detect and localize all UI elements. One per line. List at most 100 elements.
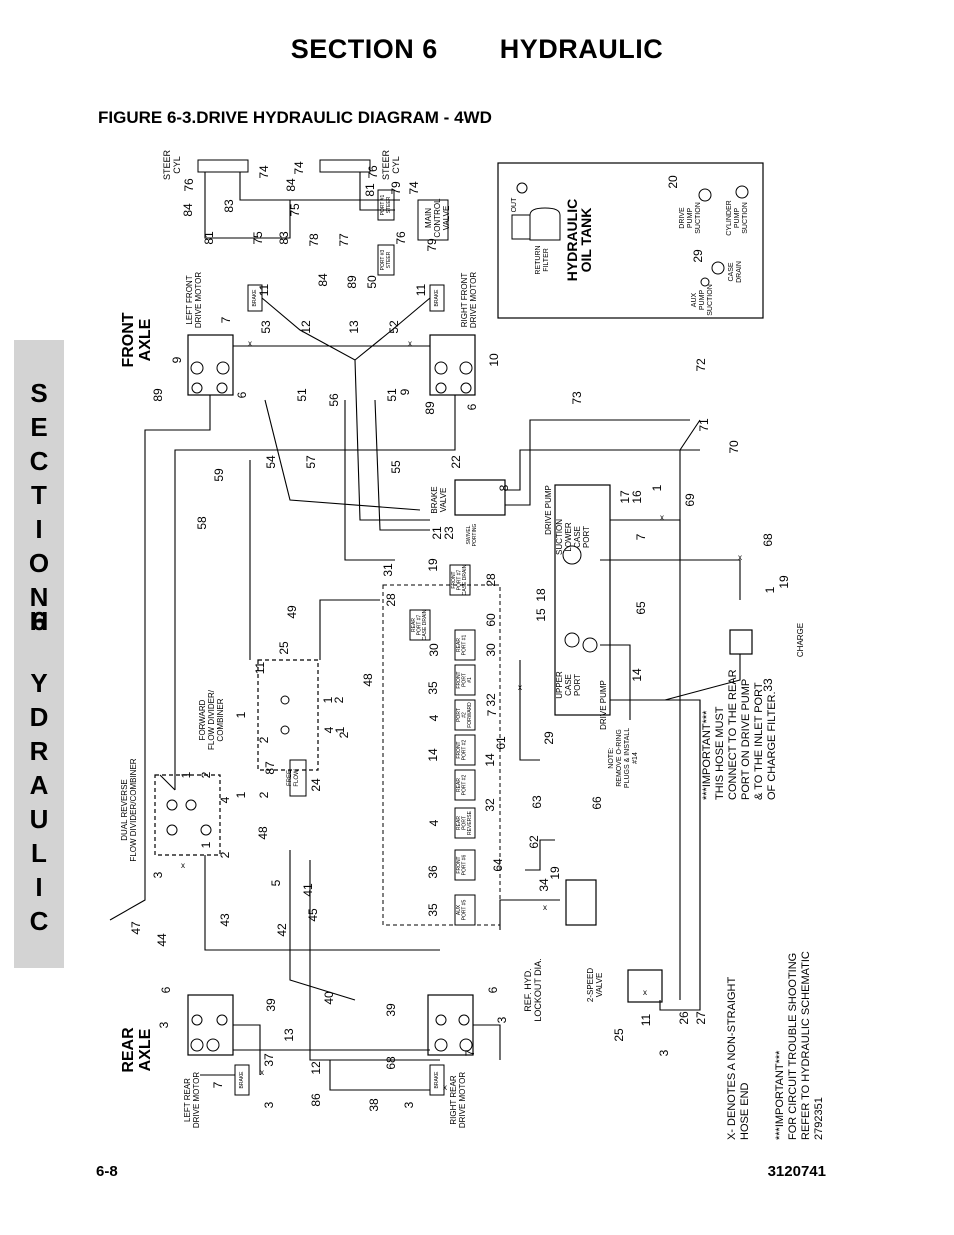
hose-number-label: 30 [484, 643, 498, 657]
hose-number-label: 18 [534, 588, 548, 602]
hose-47 [109, 790, 146, 921]
free-flow-label: FREE [287, 770, 293, 786]
port-block-label: PORT #5 [462, 899, 468, 920]
port-block [454, 769, 476, 801]
upper-case-label: CASE [564, 674, 573, 696]
hose-number-label: 3 [157, 1021, 171, 1028]
side-tab-letter: O [28, 548, 50, 578]
steer-port-1 [377, 189, 395, 221]
hose-33 [664, 654, 741, 701]
hose-number-label: 38 [367, 1098, 381, 1112]
main-control-valve-label: CONTROL [433, 198, 442, 238]
hose-number-label: 30 [427, 643, 441, 657]
side-tab-letter: 6 [31, 606, 47, 636]
side-tab-letter: H [29, 606, 49, 636]
hose-number-label: 68 [761, 533, 775, 547]
hose-number-label: 50 [365, 275, 379, 289]
forward-divider-label: COMBINER [216, 698, 225, 741]
hose-43 [204, 855, 440, 951]
hose-number-label: 58 [195, 516, 209, 530]
hose-number-label: 4 [427, 714, 441, 721]
ref-hyd-lockout-label: REF. HYD. [523, 968, 533, 1012]
hose-number-label: 23 [442, 526, 456, 540]
drev-port-1 [166, 799, 178, 811]
side-tab-letter: S [30, 378, 48, 408]
drev-port-4 [166, 824, 178, 836]
hose-number-label: 70 [727, 440, 741, 454]
hose-number-label: 19 [548, 866, 562, 880]
non-straight-hose-mark: x [543, 903, 547, 912]
hose-number-label: 77 [337, 233, 351, 247]
return-filter-label: RETURN [535, 245, 542, 274]
hose-71 [505, 449, 700, 491]
brake-valve-label: VALVE [439, 488, 448, 513]
drev-port-2 [185, 799, 197, 811]
hose-number-label: 41 [301, 883, 315, 897]
cylinder-pump-suction-label: CYLINDER [726, 200, 733, 235]
hose-number-label: 29 [691, 249, 705, 263]
non-straight-hose-mark: x [443, 1083, 447, 1092]
side-tab-letter: L [31, 838, 47, 868]
hose-number-label: 10 [487, 353, 501, 367]
left-front-motor-label: DRIVE MOTOR [194, 272, 203, 329]
hose-86-38 [329, 1060, 430, 1091]
hose-number-label: 76 [394, 231, 408, 245]
port-block [454, 807, 476, 839]
hose-number-label: 83 [277, 231, 291, 245]
hose-number-label: 14 [426, 748, 440, 762]
port-block [454, 699, 476, 731]
important-note-hose: & TO THE INLET PORT [753, 682, 765, 800]
dual-reverse-divider-label: DUAL REVERSE [120, 779, 129, 841]
hose-number-label: 1 [234, 791, 248, 798]
port-block-label: PORT #2 [462, 739, 468, 760]
hose-number-label: 32 [483, 798, 497, 812]
hose-number-label: 40 [322, 991, 336, 1005]
hose-65 [600, 644, 631, 720]
hose-58 [144, 395, 211, 790]
port-block-label: PORT #1 [462, 634, 468, 655]
brake-label: BRAKE [434, 289, 440, 307]
port-block [454, 664, 476, 696]
port-block-label: CASE DRAIN [422, 609, 428, 640]
left-front-motor-label: LEFT FRONT [185, 275, 194, 324]
side-tab-letter: N [29, 582, 49, 612]
return-filter-label: FILTER [543, 248, 550, 272]
important-note-troubleshooting: ***IMPORTANT*** [774, 1050, 786, 1140]
aux-pump [565, 879, 597, 926]
hose-number-label: 79 [425, 238, 439, 252]
non-straight-hose-mark: x [181, 861, 185, 870]
hose-3-right [473, 1024, 501, 1060]
forward-flow-divider [257, 659, 319, 771]
hose-number-label: 9 [398, 388, 412, 395]
dual-reverse-divider-label: FLOW DIVIDER/COMBINER [129, 758, 138, 861]
lr-port-a1 [191, 1014, 203, 1026]
port-block-label: REAR [411, 618, 417, 632]
steer-port-1-label: PORT #1 [380, 194, 386, 215]
side-tab-letter: I [35, 872, 43, 902]
hose-number-label: 16 [630, 490, 644, 504]
port-block-label: REVERSE [467, 810, 473, 835]
hose-number-label: 44 [155, 933, 169, 947]
hose-number-label: 21 [430, 526, 444, 540]
lf-port-s [190, 361, 204, 375]
hose-39-left [233, 1024, 261, 1075]
hose-number-label: 43 [218, 913, 232, 927]
suction-lower-label: LOWER [564, 522, 573, 552]
front-axle-label: AXLE [137, 318, 154, 361]
hose-number-label: 22 [449, 455, 463, 469]
hose-number-label: 7 [485, 709, 499, 716]
important-note-troubleshooting: REFER TO HYDRAULIC SCHEMATIC [800, 951, 812, 1140]
return-filter-shape [529, 207, 561, 241]
hose-57 [344, 400, 395, 561]
hose-number-label: 2 [332, 696, 346, 703]
hose-number-label: 63 [530, 795, 544, 809]
port-block-label: PORT [462, 816, 468, 830]
right-steer-cyl-label: CYL [391, 156, 401, 174]
hose-steer-cross [239, 172, 400, 201]
left-steer-cylinder [197, 159, 249, 173]
rr-port-c [459, 1038, 473, 1052]
important-note-hose: CONNECT TO THE REAR [727, 669, 739, 800]
side-tab-letter: D [29, 702, 49, 732]
